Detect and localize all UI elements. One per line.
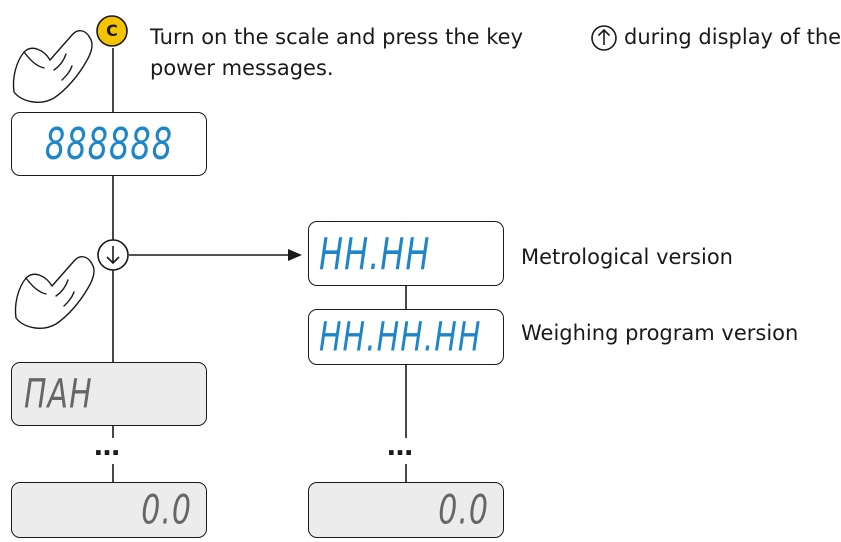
program-readout: HH.HH.HH xyxy=(319,313,482,361)
down-key-icon xyxy=(97,239,129,271)
hand-press-icon xyxy=(14,256,95,329)
left-final-readout: 0.0 xyxy=(141,486,192,534)
ellipsis-right: … xyxy=(387,432,414,462)
hand-press-icon xyxy=(12,30,93,103)
left-final-display: 0.0 xyxy=(11,482,207,538)
key-c-badge-icon xyxy=(96,15,128,47)
right-final-readout: 0.0 xyxy=(438,486,489,534)
power-test-display: 888888 xyxy=(11,112,207,176)
arrowhead-icon xyxy=(288,249,302,261)
program-label: Weighing program version xyxy=(521,321,799,345)
up-key-icon xyxy=(591,25,617,51)
key-c-label: C xyxy=(106,21,118,40)
program-display: HH.HH.HH xyxy=(308,309,504,365)
metrological-display: HH.HH xyxy=(308,221,504,286)
metrological-label: Metrological version xyxy=(521,245,733,269)
instruction-line1-after: during display of the xyxy=(624,25,841,49)
right-final-display: 0.0 xyxy=(308,482,504,538)
instruction-line2: power messages. xyxy=(150,56,334,80)
status-readout: ПАН xyxy=(24,370,93,418)
metrological-readout: HH.HH xyxy=(319,227,431,280)
instruction-line1-before: Turn on the scale and press the key xyxy=(150,25,524,49)
power-test-readout: 888888 xyxy=(44,118,174,170)
status-display: ПАН xyxy=(11,362,207,426)
ellipsis-left: … xyxy=(94,432,121,462)
